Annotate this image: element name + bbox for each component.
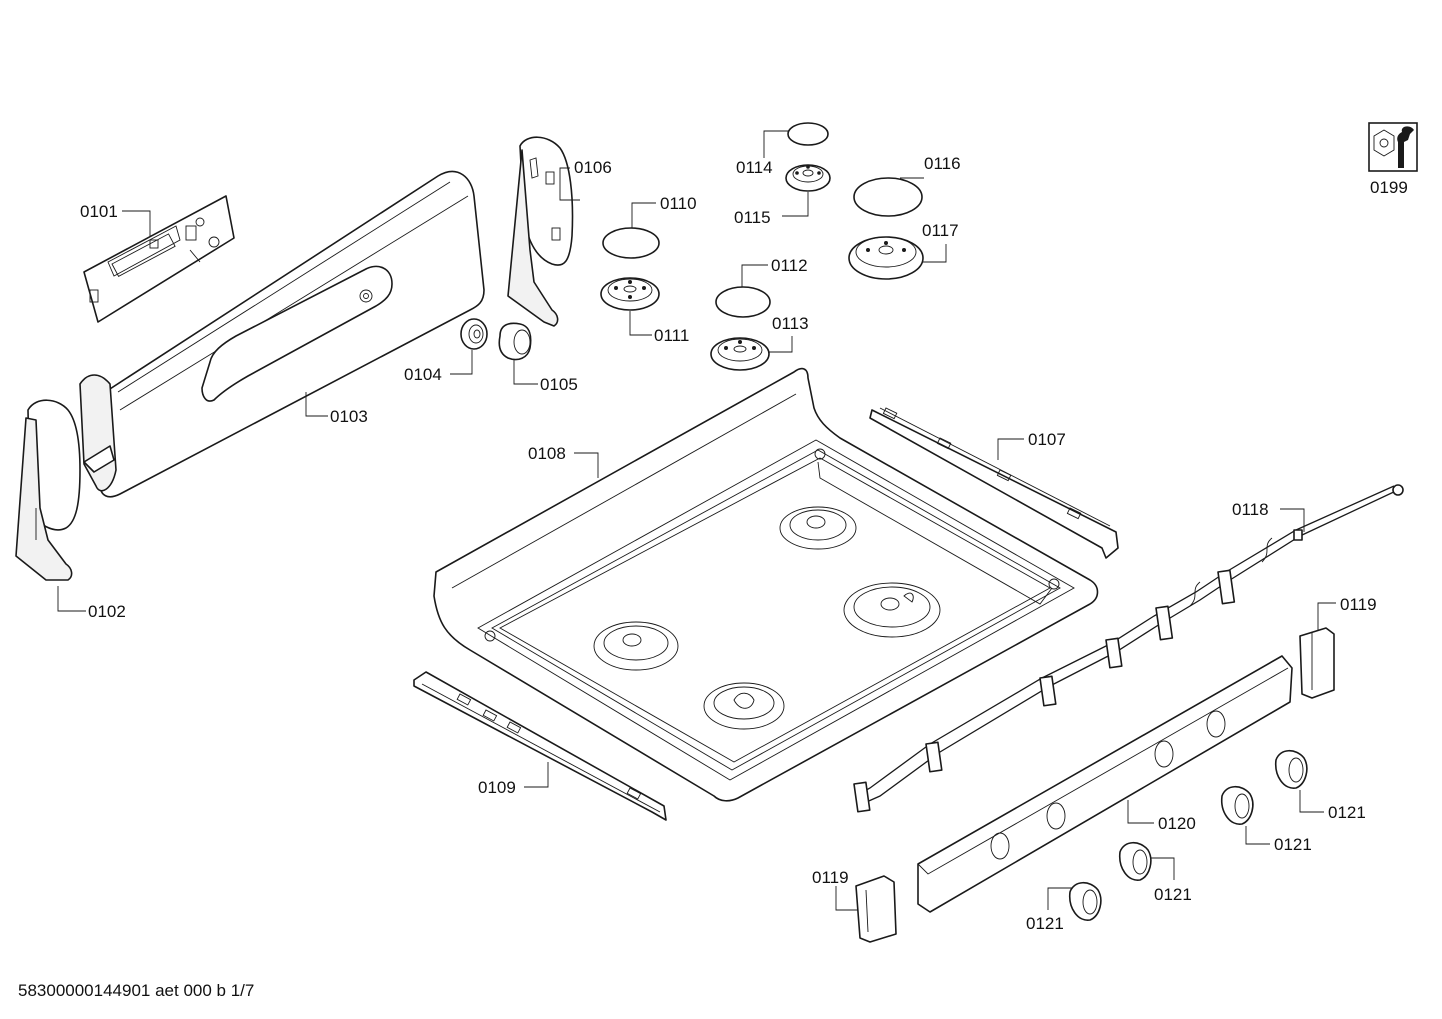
- leader-0107: [997, 438, 1024, 460]
- part-0106-right-end-cap[interactable]: [507, 136, 574, 327]
- part-0117-large-burner-head[interactable]: [848, 236, 924, 280]
- leader-0120: [1127, 800, 1154, 824]
- part-0104-knob-bezel[interactable]: [460, 318, 488, 350]
- label-0102: 0102: [88, 602, 126, 621]
- cooktop-burner-well-rear-right: [843, 582, 941, 638]
- leader-0104: [450, 350, 473, 375]
- part-0102-left-end-cap[interactable]: [15, 399, 81, 581]
- label-0109: 0109: [478, 778, 516, 797]
- leader-0121-b: [1245, 826, 1270, 845]
- leader-0119-upper: [1317, 602, 1336, 630]
- label-0120: 0120: [1158, 814, 1196, 833]
- leader-0108: [574, 452, 599, 478]
- part-0121-knob-4[interactable]: [1068, 881, 1102, 921]
- leader-0117: [922, 244, 947, 263]
- leader-0121-a: [1299, 790, 1324, 813]
- leader-0121-d: [1047, 887, 1072, 910]
- label-0116: 0116: [924, 154, 961, 173]
- leader-0121-c: [1150, 857, 1175, 880]
- part-0114-burner-cap[interactable]: [787, 122, 829, 146]
- label-0121-b: 0121: [1274, 835, 1312, 854]
- leader-0101: [122, 210, 151, 236]
- part-0112-burner-cap[interactable]: [715, 286, 771, 318]
- part-0116-large-burner-cap[interactable]: [853, 177, 923, 217]
- leader-0119-lower: [835, 886, 858, 911]
- part-0105-small-knob[interactable]: [498, 322, 532, 361]
- label-0104: 0104: [404, 365, 442, 384]
- label-0115: 0115: [734, 208, 771, 227]
- leader-0110: [631, 202, 656, 228]
- leader-0118: [1280, 508, 1305, 532]
- part-0120-knob-panel[interactable]: [917, 655, 1293, 913]
- label-0119-upper: 0119: [1340, 595, 1377, 614]
- cooktop-burner-well-front-left: [593, 621, 679, 671]
- leader-0111: [629, 311, 652, 336]
- part-0103-control-panel[interactable]: [79, 170, 485, 498]
- label-0111: 0111: [654, 326, 689, 345]
- label-0112: 0112: [771, 256, 808, 275]
- part-0101-control-board[interactable]: [83, 195, 235, 323]
- part-0121-knob-1[interactable]: [1274, 749, 1308, 789]
- label-0118: 0118: [1232, 500, 1269, 519]
- label-0107: 0107: [1028, 430, 1066, 449]
- part-0118-ignition-harness[interactable]: [853, 484, 1404, 813]
- document-code: 58300000144901 aet 000 b 1/7: [18, 981, 255, 1000]
- wrench-hex-icon[interactable]: [1368, 122, 1418, 172]
- cooktop-burner-well-rear-left: [779, 506, 857, 550]
- part-0121-knob-3[interactable]: [1118, 841, 1152, 881]
- label-0121-d: 0121: [1026, 914, 1064, 933]
- part-0113-burner-head[interactable]: [710, 337, 770, 371]
- label-0117: 0117: [922, 221, 959, 240]
- part-0108-cooktop[interactable]: [433, 367, 1099, 802]
- label-0121-a: 0121: [1328, 803, 1366, 822]
- label-0114: 0114: [736, 158, 773, 177]
- label-0119-lower: 0119: [812, 868, 849, 887]
- label-0103: 0103: [330, 407, 368, 426]
- part-0119-right-end-cap[interactable]: [1299, 627, 1335, 699]
- leader-0106: [559, 167, 580, 201]
- label-0108: 0108: [528, 444, 566, 463]
- part-0110-burner-cap[interactable]: [602, 227, 660, 259]
- leader-0115: [782, 192, 809, 217]
- leader-0103: [305, 392, 328, 417]
- leader-0112: [741, 264, 768, 287]
- leader-0113: [768, 336, 793, 353]
- label-0105: 0105: [540, 375, 578, 394]
- part-0107-rear-rail[interactable]: [869, 407, 1119, 559]
- part-0109-front-rail[interactable]: [413, 671, 667, 821]
- part-0119-left-end-cap[interactable]: [855, 875, 897, 943]
- label-0110: 0110: [660, 194, 697, 213]
- part-0111-burner-head[interactable]: [600, 277, 660, 311]
- leader-0102: [57, 586, 86, 612]
- label-0106: 0106: [574, 158, 612, 177]
- label-0101: 0101: [80, 202, 118, 221]
- leader-0109: [524, 762, 549, 788]
- label-0113: 0113: [772, 314, 809, 333]
- cooktop-burner-well-front-right: [703, 682, 785, 730]
- part-0115-burner-head[interactable]: [785, 164, 831, 192]
- leader-0114: [763, 130, 788, 158]
- leader-0105: [513, 360, 538, 385]
- part-0121-knob-2[interactable]: [1220, 785, 1254, 825]
- label-0121-c: 0121: [1154, 885, 1192, 904]
- label-0199: 0199: [1370, 178, 1408, 197]
